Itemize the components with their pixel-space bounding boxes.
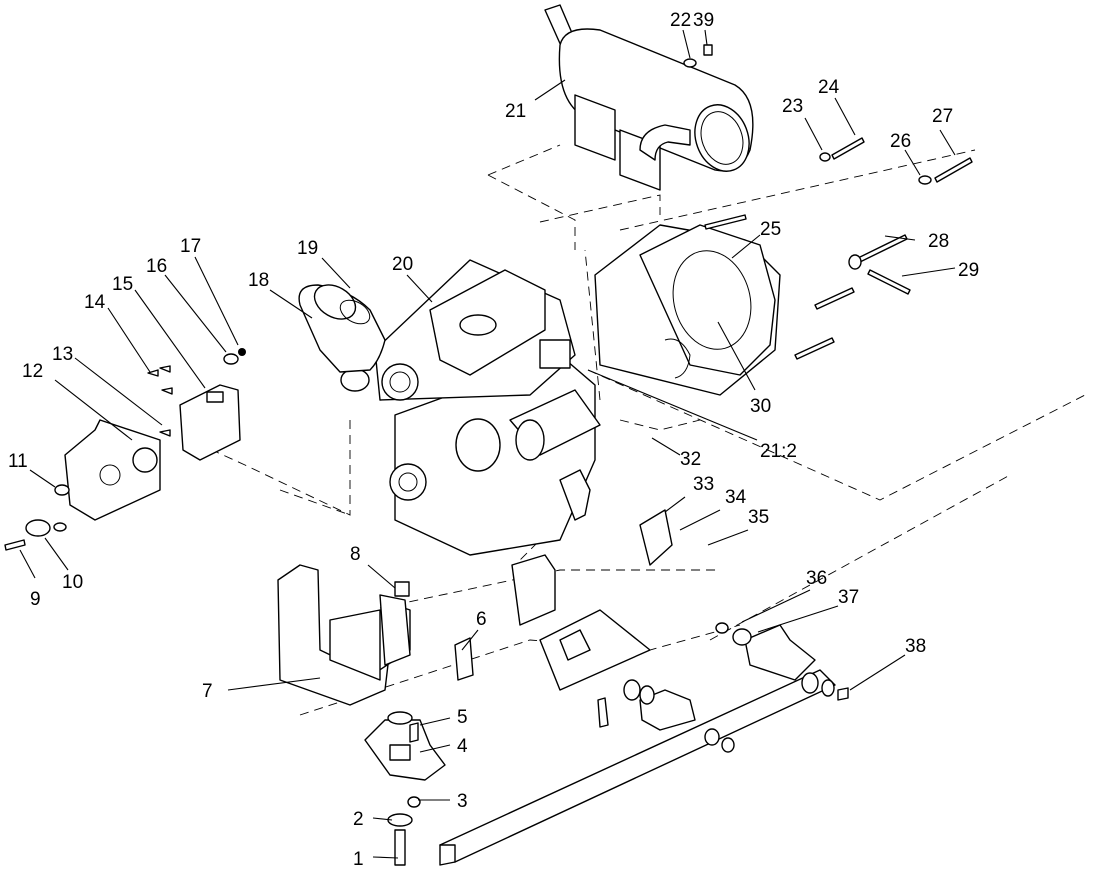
callout-28: 28 xyxy=(928,231,949,252)
muffler xyxy=(544,4,754,191)
callout-1: 1 xyxy=(353,849,364,870)
callout-34: 34 xyxy=(725,487,747,508)
callout-25: 25 xyxy=(760,219,781,240)
callout-37: 37 xyxy=(838,587,859,608)
left-hardware xyxy=(4,348,246,551)
callout-3: 3 xyxy=(457,791,468,812)
callout-26: 26 xyxy=(890,131,911,152)
callout-27: 27 xyxy=(932,106,953,127)
front-engine-bracket xyxy=(277,564,474,866)
callout-15: 15 xyxy=(112,274,133,295)
callout-9: 9 xyxy=(30,589,41,610)
callout-8: 8 xyxy=(350,544,361,565)
right-hardware xyxy=(683,44,973,360)
callout-36: 36 xyxy=(806,568,827,589)
callout-14: 14 xyxy=(84,292,106,313)
callout-22: 22 xyxy=(670,10,691,31)
callout-leaders xyxy=(19,29,956,859)
fan-shroud xyxy=(594,224,781,396)
callout-6: 6 xyxy=(476,609,487,630)
center-mount xyxy=(511,469,673,728)
callout-4: 4 xyxy=(457,736,468,757)
callout-29: 29 xyxy=(958,260,979,281)
callout-33: 33 xyxy=(693,474,714,495)
callout-13: 13 xyxy=(52,344,73,365)
callout-7: 7 xyxy=(202,681,213,702)
callout-38: 38 xyxy=(905,636,926,657)
callout-39: 39 xyxy=(693,10,714,31)
frame-tube xyxy=(439,622,849,866)
callout-5: 5 xyxy=(457,707,468,728)
callout-18: 18 xyxy=(248,270,269,291)
intake-hose xyxy=(298,284,386,373)
callout-17: 17 xyxy=(180,236,201,257)
callout-24: 24 xyxy=(818,77,840,98)
callout-23: 23 xyxy=(782,96,803,117)
callout-30: 30 xyxy=(750,396,771,417)
callout-19: 19 xyxy=(297,238,318,259)
callout-21: 21 xyxy=(505,101,526,122)
callout-16: 16 xyxy=(146,256,167,277)
callout-2: 2 xyxy=(353,809,364,830)
callout-35: 35 xyxy=(748,507,769,528)
assembly-guide-lines xyxy=(189,144,1086,716)
callout-labels: 1 2 3 4 5 6 7 8 9 10 11 12 13 14 15 16 1… xyxy=(8,10,979,870)
callout-32: 32 xyxy=(680,449,701,470)
callout-21-2: 21:2 xyxy=(760,441,797,462)
engine xyxy=(340,259,601,556)
callout-11: 11 xyxy=(8,451,28,472)
callout-10: 10 xyxy=(62,572,83,593)
callout-20: 20 xyxy=(392,254,413,275)
left-mount-brackets xyxy=(64,384,241,521)
callout-12: 12 xyxy=(22,361,43,382)
